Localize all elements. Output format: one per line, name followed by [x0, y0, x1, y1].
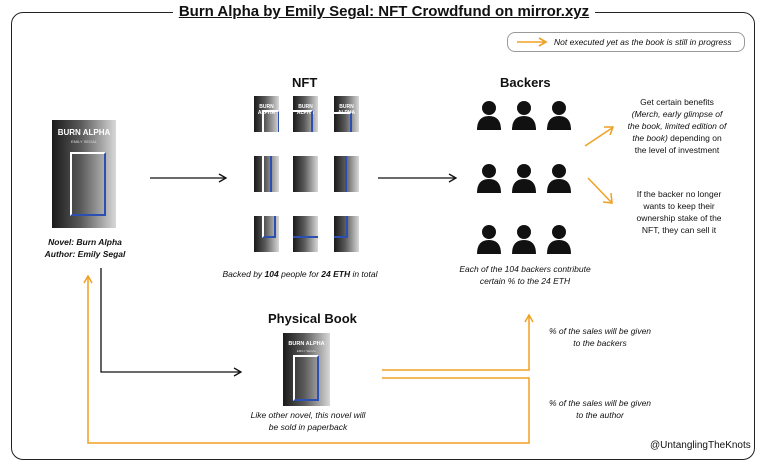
cover-window [70, 152, 106, 216]
person-icon [512, 225, 536, 254]
sales-backers-note: % of the sales will be given to the back… [535, 325, 665, 349]
sales-backers-line1: % of the sales will be given [548, 326, 652, 336]
physical-caption-line1: Like other novel, this novel will [250, 410, 366, 420]
backers-header: Backers [500, 75, 551, 90]
sales-backers-line2: to the backers [573, 338, 627, 348]
cover-window [293, 110, 313, 132]
cover-window [262, 110, 279, 132]
orange-arrow-icon [517, 37, 548, 47]
sales-author-note: % of the sales will be given to the auth… [535, 397, 665, 421]
nft-tile: BURN ALPHA [293, 96, 318, 132]
sell-line1: If the backer no longer [636, 189, 722, 199]
nft-tile [334, 216, 359, 252]
person-icon [512, 101, 536, 130]
physical-caption: Like other novel, this novel will be sol… [228, 409, 388, 433]
nft-caption-count: 104 [264, 269, 279, 279]
backers-caption-line1: Each of the 104 backers contribute [459, 264, 591, 274]
backers-caption: Each of the 104 backers contribute certa… [445, 263, 605, 287]
cover-window [262, 156, 272, 192]
nft-tile-title: BURN ALPHA [296, 104, 315, 116]
benefits-line3: the book, limited edition of [627, 121, 727, 131]
sales-author-line2: to the author [576, 410, 624, 420]
sell-note: If the backer no longer wants to keep th… [615, 188, 743, 236]
physical-book-header: Physical Book [268, 311, 357, 326]
physical-cover-title: BURN ALPHA [288, 341, 325, 347]
sell-line2: wants to keep their [643, 201, 715, 211]
legend-text: Not executed yet as the book is still in… [554, 37, 732, 47]
physical-caption-line2: be sold in paperback [268, 422, 348, 432]
nft-caption: Backed by 104 people for 24 ETH in total [210, 268, 390, 280]
cover-window [334, 112, 352, 132]
novel-caption-line1: Novel: Burn Alpha [48, 237, 122, 247]
page-title: Burn Alpha by Emily Segal: NFT Crowdfund… [0, 3, 768, 20]
benefits-line4-rest: depending on [667, 133, 722, 143]
nft-tile [334, 156, 359, 192]
person-icon [547, 101, 571, 130]
nft-tile [254, 156, 279, 192]
backers-caption-line2: certain % to the 24 ETH [479, 276, 571, 286]
novel-cover-subtitle: EMILY SEGAL [70, 139, 98, 144]
nft-tile [293, 216, 318, 252]
benefits-line5: the level of investment [634, 145, 720, 155]
nft-caption-prefix: Backed by [222, 269, 265, 279]
benefits-line2: (Merch, early glimpse of [631, 109, 723, 119]
legend-box: Not executed yet as the book is still in… [507, 32, 745, 52]
person-icon [547, 164, 571, 193]
benefits-line4: the book) [632, 133, 668, 143]
novel-caption: Novel: Burn Alpha Author: Emily Segal [30, 236, 140, 260]
cover-window [334, 216, 348, 238]
person-icon [477, 164, 501, 193]
cover-window [334, 156, 347, 192]
novel-cover: BURN ALPHA EMILY SEGAL [52, 120, 116, 228]
nft-tile [254, 216, 279, 252]
nft-caption-amount: 24 ETH [321, 269, 351, 279]
novel-cover-title: BURN ALPHA [57, 128, 111, 137]
sales-author-line1: % of the sales will be given [548, 398, 652, 408]
person-icon [477, 225, 501, 254]
nft-tile-title: BURN ALPHA [257, 104, 276, 116]
person-icon [547, 225, 571, 254]
physical-cover-subtitle: EMILY SEGAL [296, 349, 317, 353]
novel-caption-line2: Author: Emily Segal [44, 249, 126, 259]
person-icon [477, 101, 501, 130]
cover-window [293, 355, 319, 401]
cover-window [293, 216, 318, 238]
nft-tile [293, 156, 318, 192]
sell-line4: NFT, they can sell it [641, 225, 717, 235]
benefits-line1: Get certain benefits [640, 97, 714, 107]
title-text: Burn Alpha by Emily Segal: NFT Crowdfund… [172, 3, 596, 20]
physical-book-cover: BURN ALPHA EMILY SEGAL [283, 333, 330, 406]
author-handle: @UntanglingTheKnots [650, 440, 751, 451]
nft-caption-mid: people for [278, 269, 322, 279]
nft-tile: BURN ALPHA [334, 96, 359, 132]
benefits-note: Get certain benefits (Merch, early glimp… [612, 96, 742, 156]
cover-window [262, 216, 276, 238]
person-icon [512, 164, 536, 193]
nft-header: NFT [292, 75, 318, 90]
sell-line3: ownership stake of the [636, 213, 722, 223]
nft-tile: BURN ALPHA [254, 96, 279, 132]
nft-caption-suffix: in total [350, 269, 378, 279]
